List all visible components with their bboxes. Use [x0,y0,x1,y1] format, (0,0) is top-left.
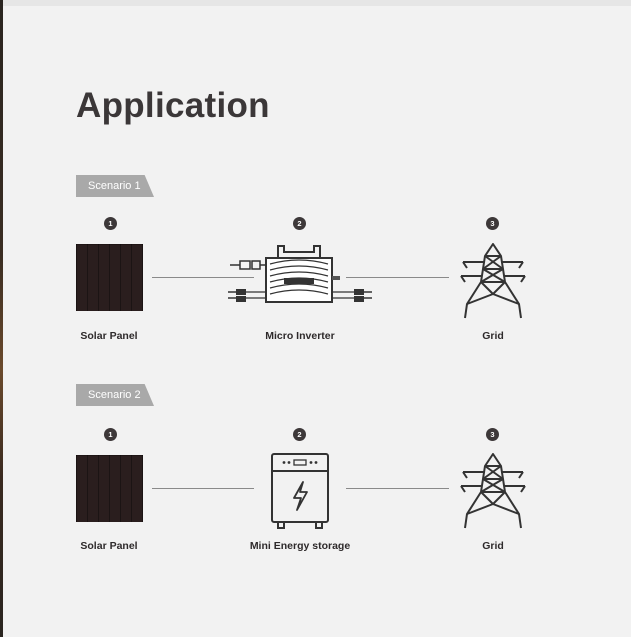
connector-line [346,488,449,489]
scenario-2-tab: Scenario 2 [76,384,154,406]
step-number-badge: 2 [293,428,306,441]
connector-line [152,277,254,278]
step-number-badge: 3 [486,217,499,230]
solar-panel-icon [76,455,143,522]
top-bar [0,0,631,6]
step-number-badge: 3 [486,428,499,441]
step-number-badge: 2 [293,217,306,230]
micro-inverter-icon [228,245,372,303]
energy-storage-icon [271,453,329,529]
power-tower-icon [460,453,526,529]
step-number-badge: 1 [104,217,117,230]
connector-line [346,277,449,278]
step-label: Mini Energy storage [249,540,351,552]
step-label: Grid [482,330,504,342]
solar-panel-icon [76,244,143,311]
step-label: Micro Inverter [265,330,335,342]
step-number-badge: 1 [104,428,117,441]
scenario-1-tab: Scenario 1 [76,175,154,197]
step-label: Grid [482,540,504,552]
page-title: Application [76,86,270,125]
left-edge-strip [0,0,3,637]
step-label: Solar Panel [80,540,138,552]
step-label: Solar Panel [80,330,138,342]
power-tower-icon [460,243,526,319]
connector-line [152,488,254,489]
